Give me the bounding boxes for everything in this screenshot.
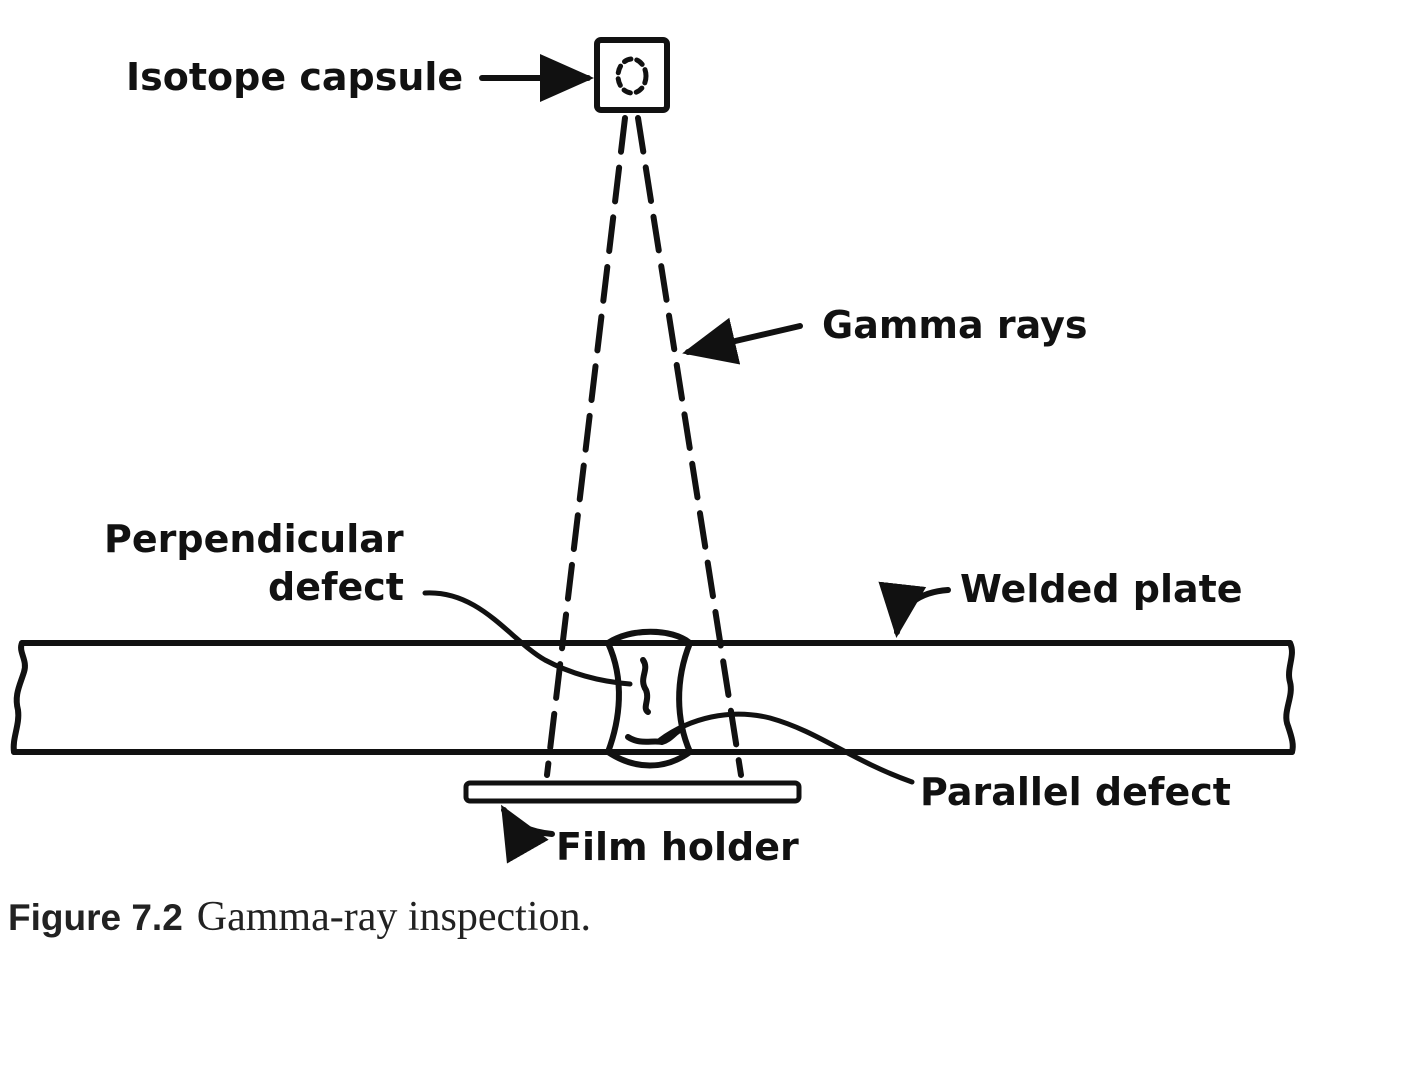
figure-number: Figure 7.2	[8, 897, 183, 938]
film-holder-arrow	[501, 804, 555, 864]
welded-plate-arrow	[878, 581, 951, 638]
perpendicular-defect-label-line1: Perpendicular	[104, 517, 404, 561]
gamma-rays-label: Gamma rays	[822, 303, 1088, 347]
isotope-capsule	[594, 37, 670, 113]
perpendicular-defect	[640, 657, 651, 715]
parallel-defect	[625, 727, 683, 745]
figure-caption: Figure 7.2 Gamma-ray inspection.	[8, 893, 591, 941]
gamma-ray-right	[635, 115, 744, 778]
perpendicular-defect-label-line2: defect	[268, 565, 404, 609]
figure-caption-text: Gamma-ray inspection.	[196, 894, 591, 940]
isotope-capsule-label: Isotope capsule	[126, 55, 463, 99]
film-holder-label: Film holder	[556, 825, 799, 869]
film-holder	[463, 780, 802, 804]
gamma-ray-inspection-diagram: Isotope capsule Gamma rays Perpendicular…	[10, 37, 1296, 869]
welded-plate-label: Welded plate	[960, 567, 1243, 611]
weld-bead	[605, 628, 693, 769]
welded-plate	[10, 640, 1296, 755]
gamma-rays-arrow	[682, 317, 803, 365]
parallel-defect-label: Parallel defect	[920, 770, 1231, 814]
perpendicular-defect-leader	[422, 590, 633, 687]
parallel-defect-leader	[657, 711, 915, 785]
